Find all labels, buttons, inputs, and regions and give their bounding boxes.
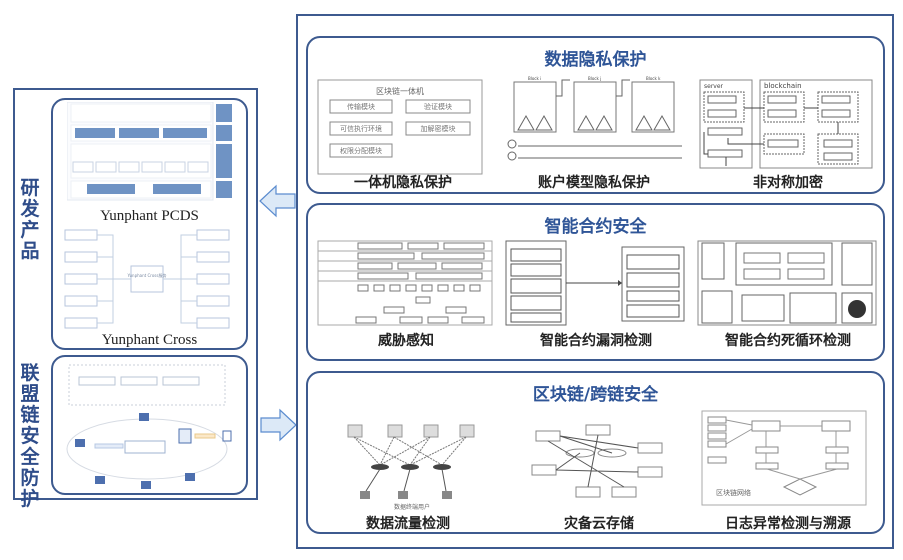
caption-disaster-recovery-cloud-storage: 灾备云存储 <box>564 516 634 532</box>
caption-asymmetric-encryption: 非对称加密 <box>753 175 823 191</box>
product-card: Yunphant PCDS Yunphant Cross服务 Yunphant … <box>51 98 248 350</box>
caption-threat-perception: 威胁感知 <box>378 333 434 349</box>
block-label: Block i <box>528 76 541 81</box>
log-anomaly-detection-diagram: 区块链网络 <box>701 410 867 506</box>
module-label: 传输模块 <box>347 102 375 111</box>
group-smart-contract-security: 智能合约安全 威胁感知 智能合约漏洞检测 <box>306 203 885 361</box>
section-label-consortium-security: 联盟链安全防护 <box>20 362 40 510</box>
block-label: Block k <box>646 76 661 81</box>
caption-log-anomaly-detection: 日志异常检测与溯源 <box>725 516 851 532</box>
module-label: 可信执行环境 <box>340 124 382 133</box>
cross-architecture-diagram: Yunphant Cross服务 <box>64 229 230 329</box>
arrow-right-icon <box>260 408 297 442</box>
consortium-security-diagram <box>66 364 232 489</box>
contract-vulnerability-detection-diagram <box>505 240 685 326</box>
module-label: 权限分配模块 <box>340 146 382 155</box>
product-name-pcds: Yunphant PCDS <box>100 208 199 224</box>
data-traffic-detection-diagram: 数据终端用户 <box>347 424 475 511</box>
caption-account-model-privacy: 账户模型隐私保护 <box>538 175 650 191</box>
asymmetric-encryption-diagram: server blockchain <box>699 79 873 169</box>
terminal-user-label: 数据终端用户 <box>394 503 430 511</box>
cross-center-label: Yunphant Cross服务 <box>127 272 167 278</box>
caption-data-traffic-detection: 数据流量检测 <box>366 516 450 532</box>
consortium-card <box>51 355 248 495</box>
group-data-privacy: 数据隐私保护 区块链一体机 传输模块 验证模块 可信执行环境 加解密模块 权限分… <box>306 36 885 194</box>
caption-contract-infinite-loop-detection: 智能合约死循环检测 <box>725 333 851 349</box>
diagram-title: 区块链一体机 <box>376 86 424 96</box>
group-title-smart-contract: 智能合约安全 <box>544 217 647 237</box>
product-name-cross: Yunphant Cross <box>101 332 198 348</box>
caption-all-in-one-privacy: 一体机隐私保护 <box>354 175 452 191</box>
module-label: 加解密模块 <box>421 124 456 133</box>
group-blockchain-cross-chain-security: 区块链/跨链安全 数据终端用户 数据流量检测 灾备云存储 <box>306 371 885 534</box>
group-title-cross-chain: 区块链/跨链安全 <box>532 385 659 405</box>
section-label-rd-products: 研发产品 <box>20 177 40 262</box>
blockchain-network-label: 区块链网络 <box>716 488 751 497</box>
all-in-one-machine-diagram: 区块链一体机 传输模块 验证模块 可信执行环境 加解密模块 权限分配模块 <box>317 79 483 175</box>
account-model-privacy-diagram: Block i Block j Block k <box>507 76 682 161</box>
disaster-recovery-cloud-storage-diagram <box>531 424 663 498</box>
pcds-architecture-diagram <box>67 102 232 201</box>
contract-infinite-loop-detection-diagram <box>697 240 877 326</box>
block-label: Block j <box>588 76 601 81</box>
threat-perception-diagram <box>317 240 493 326</box>
server-label: server <box>704 83 724 90</box>
module-label: 验证模块 <box>424 102 452 111</box>
group-title-data-privacy: 数据隐私保护 <box>544 50 647 70</box>
caption-contract-vulnerability-detection: 智能合约漏洞检测 <box>540 333 652 349</box>
blockchain-label: blockchain <box>764 82 802 90</box>
arrow-left-icon <box>259 184 296 218</box>
